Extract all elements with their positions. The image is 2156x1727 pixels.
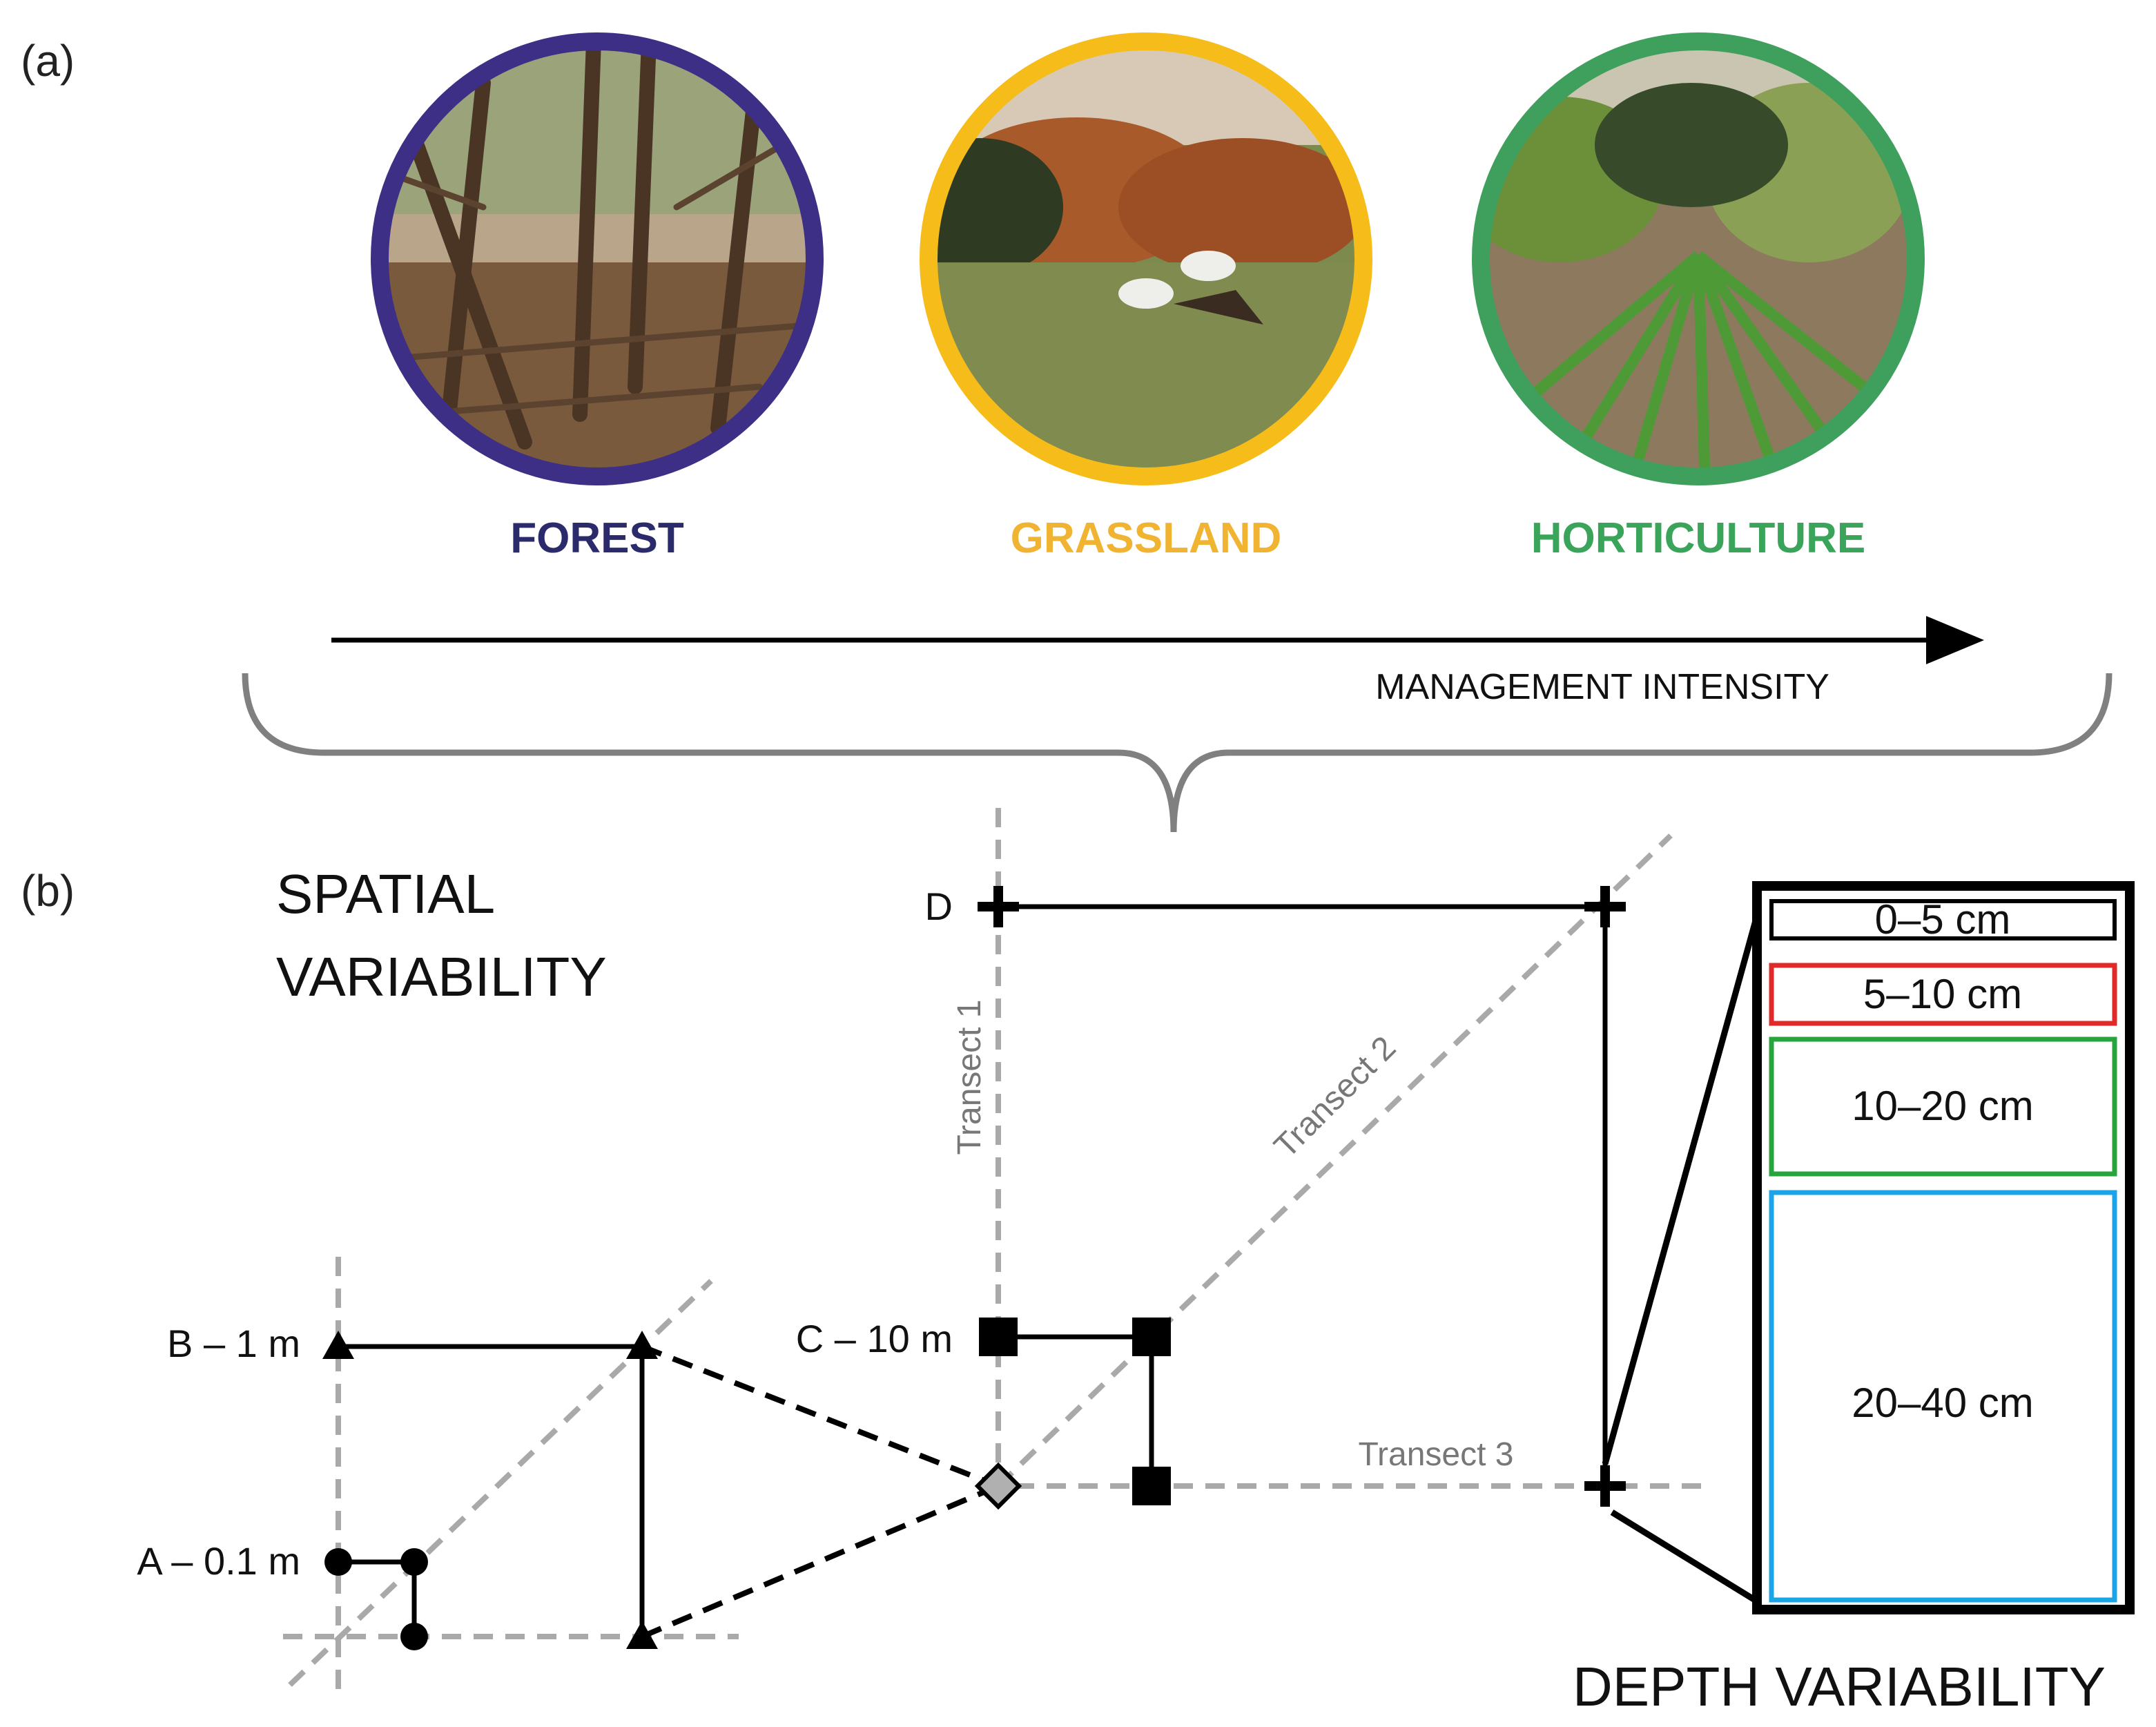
- site-b-markers: [322, 1331, 658, 1649]
- transect-3-label: Transect 3: [1359, 1436, 1514, 1473]
- site-a-markers: [324, 1548, 428, 1650]
- management-intensity-label: MANAGEMENT INTENSITY: [1375, 667, 1829, 707]
- horticulture-photo: [1472, 32, 1925, 485]
- habitat-label-grassland: GRASSLAND: [1011, 514, 1282, 562]
- brace: [242, 673, 2113, 833]
- site-label-b: B – 1 m: [167, 1322, 300, 1365]
- transect-2-label: Transect 2: [1268, 1030, 1404, 1166]
- guide-lines: [283, 808, 1712, 1699]
- forest-photo: [371, 32, 824, 485]
- site-c-markers: [979, 1318, 1171, 1505]
- depth-heading: DEPTH VARIABILITY: [1573, 1656, 2106, 1717]
- depth-layer-20-40: 20–40 cm: [1852, 1380, 2034, 1426]
- panel-b-label: (b): [21, 866, 75, 916]
- depth-projection-lines: [1602, 889, 1767, 1608]
- central-sample-diamond: [974, 1462, 1022, 1510]
- site-label-c: C – 10 m: [796, 1317, 953, 1360]
- site-label-d: D: [925, 885, 953, 928]
- habitat-label-forest: FOREST: [510, 514, 684, 562]
- depth-layer-0-5: 0–5 cm: [1875, 896, 2011, 943]
- panel-a-label: (a): [21, 36, 75, 86]
- transect-1-label: Transect 1: [951, 1000, 988, 1155]
- depth-column: [1752, 881, 2135, 1614]
- scale-links: [641, 1344, 1000, 1639]
- depth-layer-10-20: 10–20 cm: [1852, 1083, 2034, 1129]
- spatial-heading-line1: SPATIAL: [276, 863, 495, 925]
- habitat-label-horticulture: HORTICULTURE: [1531, 514, 1865, 562]
- site-label-a: A – 0.1 m: [137, 1539, 300, 1583]
- depth-layer-5-10: 5–10 cm: [1863, 971, 2022, 1017]
- grassland-photo: [920, 32, 1372, 485]
- site-d-markers: [978, 886, 1626, 1507]
- spatial-heading-line2: VARIABILITY: [276, 946, 607, 1007]
